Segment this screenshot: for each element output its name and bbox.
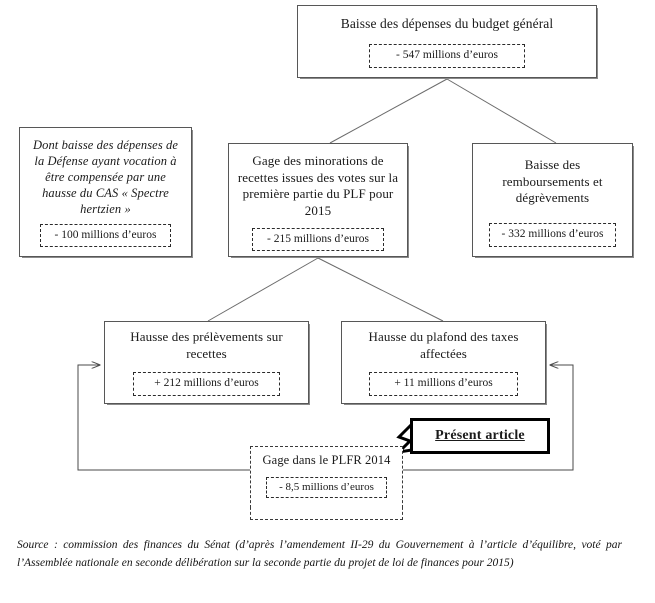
node-value: - 332 millions d’euros xyxy=(488,222,617,247)
node-hausse-prelevements-recettes: Hausse des prélèvements sur recettes + 2… xyxy=(104,321,309,404)
node-value: + 11 millions d’euros xyxy=(369,372,518,397)
node-gage-plfr-2014: Gage dans le PLFR 2014 - 8,5 millions d’… xyxy=(250,446,403,508)
node-title: Hausse du plafond des taxes affectées xyxy=(368,328,519,361)
node-baisse-depenses-budget-general: Baisse des dépenses du budget général - … xyxy=(297,5,597,78)
node-title: Gage dans le PLFR 2014 xyxy=(262,453,391,467)
connector-top-fan xyxy=(329,78,557,144)
node-title: Baisse des remboursements et dégrèvement… xyxy=(502,157,603,206)
node-title: Gage des minorations de recettes issues … xyxy=(237,153,399,218)
node-baisse-remboursements-degrevements: Baisse des remboursements et dégrèvement… xyxy=(472,143,633,257)
source-note: Source : commission des finances du Séna… xyxy=(17,539,622,569)
node-title: Dont baisse des dépenses de la Défense a… xyxy=(32,137,179,216)
node-title: Hausse des prélèvements sur recettes xyxy=(130,328,283,361)
node-hausse-plafond-taxes-affectees: Hausse du plafond des taxes affectées + … xyxy=(341,321,546,404)
node-value: - 100 millions d’euros xyxy=(39,223,172,248)
node-value: - 547 millions d’euros xyxy=(369,43,525,68)
node-title: Baisse des dépenses du budget général xyxy=(340,16,554,32)
node-value: + 212 millions d’euros xyxy=(133,372,280,397)
callout-present-article: Présent article xyxy=(410,418,550,454)
connector-gage-fan xyxy=(207,257,444,322)
node-value: - 215 millions d’euros xyxy=(252,227,384,252)
node-gage-minorations-recettes: Gage des minorations de recettes issues … xyxy=(228,143,408,257)
node-baisse-depenses-defense: Dont baisse des dépenses de la Défense a… xyxy=(19,127,192,257)
callout-label: Présent article xyxy=(435,428,525,443)
node-value: - 8,5 millions d’euros xyxy=(266,477,387,499)
